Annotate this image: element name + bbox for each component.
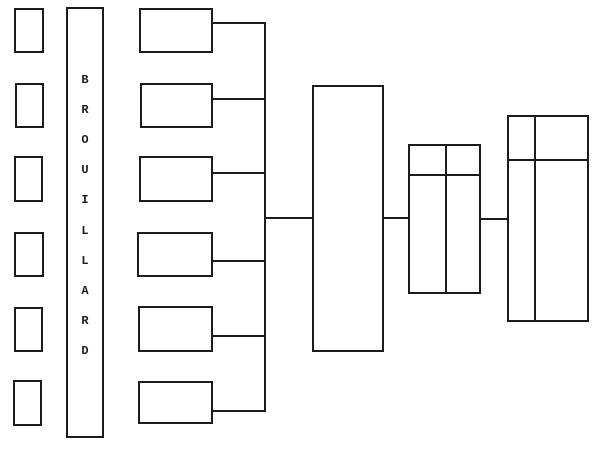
- split-box-left-column-divider: [445, 146, 447, 292]
- main-connector-1: [266, 217, 312, 219]
- left-box-1: [14, 8, 44, 53]
- connector-bus-line: [264, 22, 266, 412]
- surname-letter: O: [81, 133, 89, 148]
- left-box-4: [14, 232, 44, 277]
- surname-letter: D: [81, 343, 89, 358]
- branch-box-5: [138, 306, 213, 352]
- branch-connector-4: [213, 260, 266, 262]
- left-box-2: [15, 83, 44, 128]
- branch-connector-6: [213, 410, 266, 412]
- branch-box-3: [139, 156, 213, 202]
- left-box-6: [13, 380, 42, 426]
- split-box-right-column-divider: [534, 117, 536, 320]
- surname-letter: U: [81, 163, 89, 178]
- split-box-right: [507, 115, 589, 322]
- main-connector-3: [481, 218, 507, 220]
- branch-connector-2: [213, 98, 266, 100]
- surname-letter: L: [81, 253, 89, 268]
- branch-box-2: [140, 83, 213, 128]
- branch-box-1: [139, 8, 213, 53]
- branch-connector-1: [213, 22, 266, 24]
- branch-connector-5: [213, 335, 266, 337]
- surname-letter: B: [81, 73, 89, 87]
- split-box-right-header-divider: [509, 159, 587, 161]
- trunk-box: [312, 85, 384, 352]
- left-box-5: [14, 307, 43, 352]
- branch-box-4: [137, 232, 213, 277]
- surname-letter: R: [81, 103, 89, 118]
- main-connector-2: [384, 217, 409, 219]
- surname-letter: I: [81, 193, 89, 208]
- left-box-3: [14, 156, 43, 202]
- branch-box-6: [138, 381, 213, 424]
- split-box-left: [408, 144, 481, 294]
- branch-connector-3: [213, 172, 266, 174]
- surname-letter: L: [81, 223, 89, 238]
- split-box-left-header-divider: [410, 174, 479, 176]
- surname-letter: R: [81, 313, 89, 328]
- surname-letter: A: [81, 283, 89, 298]
